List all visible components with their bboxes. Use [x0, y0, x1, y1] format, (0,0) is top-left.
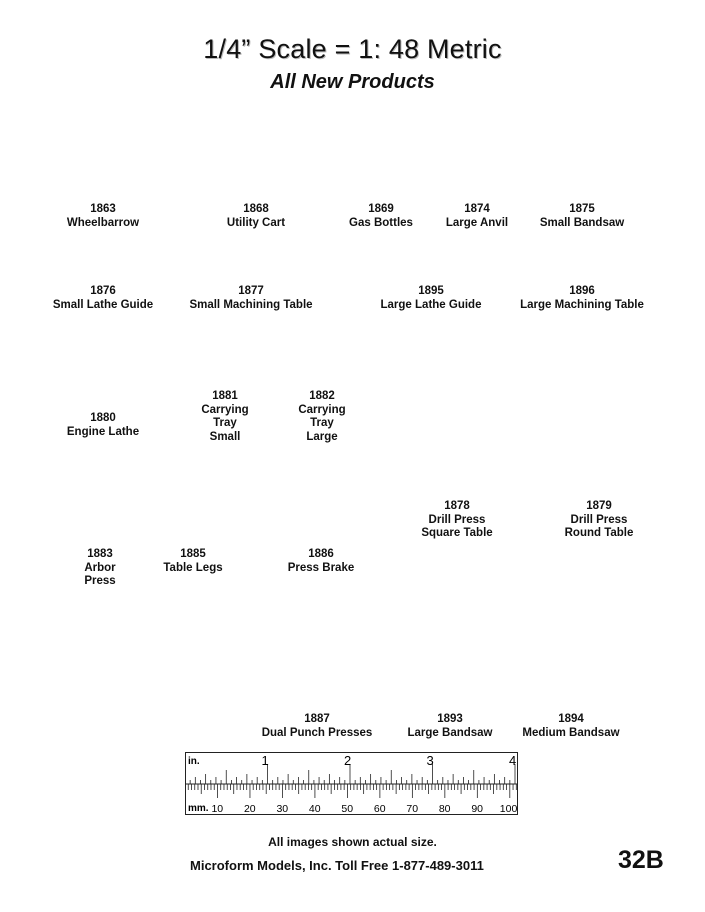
mm-label: 40 [309, 803, 321, 815]
inch-label: 2 [344, 753, 351, 768]
page-subtitle: All New Products [270, 71, 435, 93]
mm-label: 30 [276, 803, 288, 815]
mm-label: 90 [471, 803, 483, 815]
mm-label: 20 [244, 803, 256, 815]
mm-label: 60 [374, 803, 386, 815]
footer-note: All images shown actual size. [268, 835, 437, 849]
scale-ruler: 1 2 3 4 10 20 30 40 50 60 70 80 90 100 in. mm. [185, 752, 518, 815]
mm-ticks: 10 20 30 40 50 60 70 80 90 100 [185, 784, 517, 815]
page-number: 32B [618, 846, 664, 874]
inch-unit-label: in. [188, 756, 200, 767]
inch-ticks: 1 2 3 4 [185, 753, 516, 784]
mm-label: 80 [439, 803, 451, 815]
inch-label: 1 [262, 753, 269, 768]
inch-label: 4 [509, 753, 516, 768]
mm-label: 70 [406, 803, 418, 815]
mm-label: 50 [341, 803, 353, 815]
page-title: 1/4” Scale = 1: 48 Metric [203, 34, 502, 64]
footer-company: Microform Models, Inc. Toll Free 1-877-4… [190, 858, 484, 873]
mm-unit-label: mm. [188, 803, 209, 814]
mm-label: 100 [500, 803, 518, 815]
inch-label: 3 [427, 753, 434, 768]
mm-label: 10 [211, 803, 223, 815]
